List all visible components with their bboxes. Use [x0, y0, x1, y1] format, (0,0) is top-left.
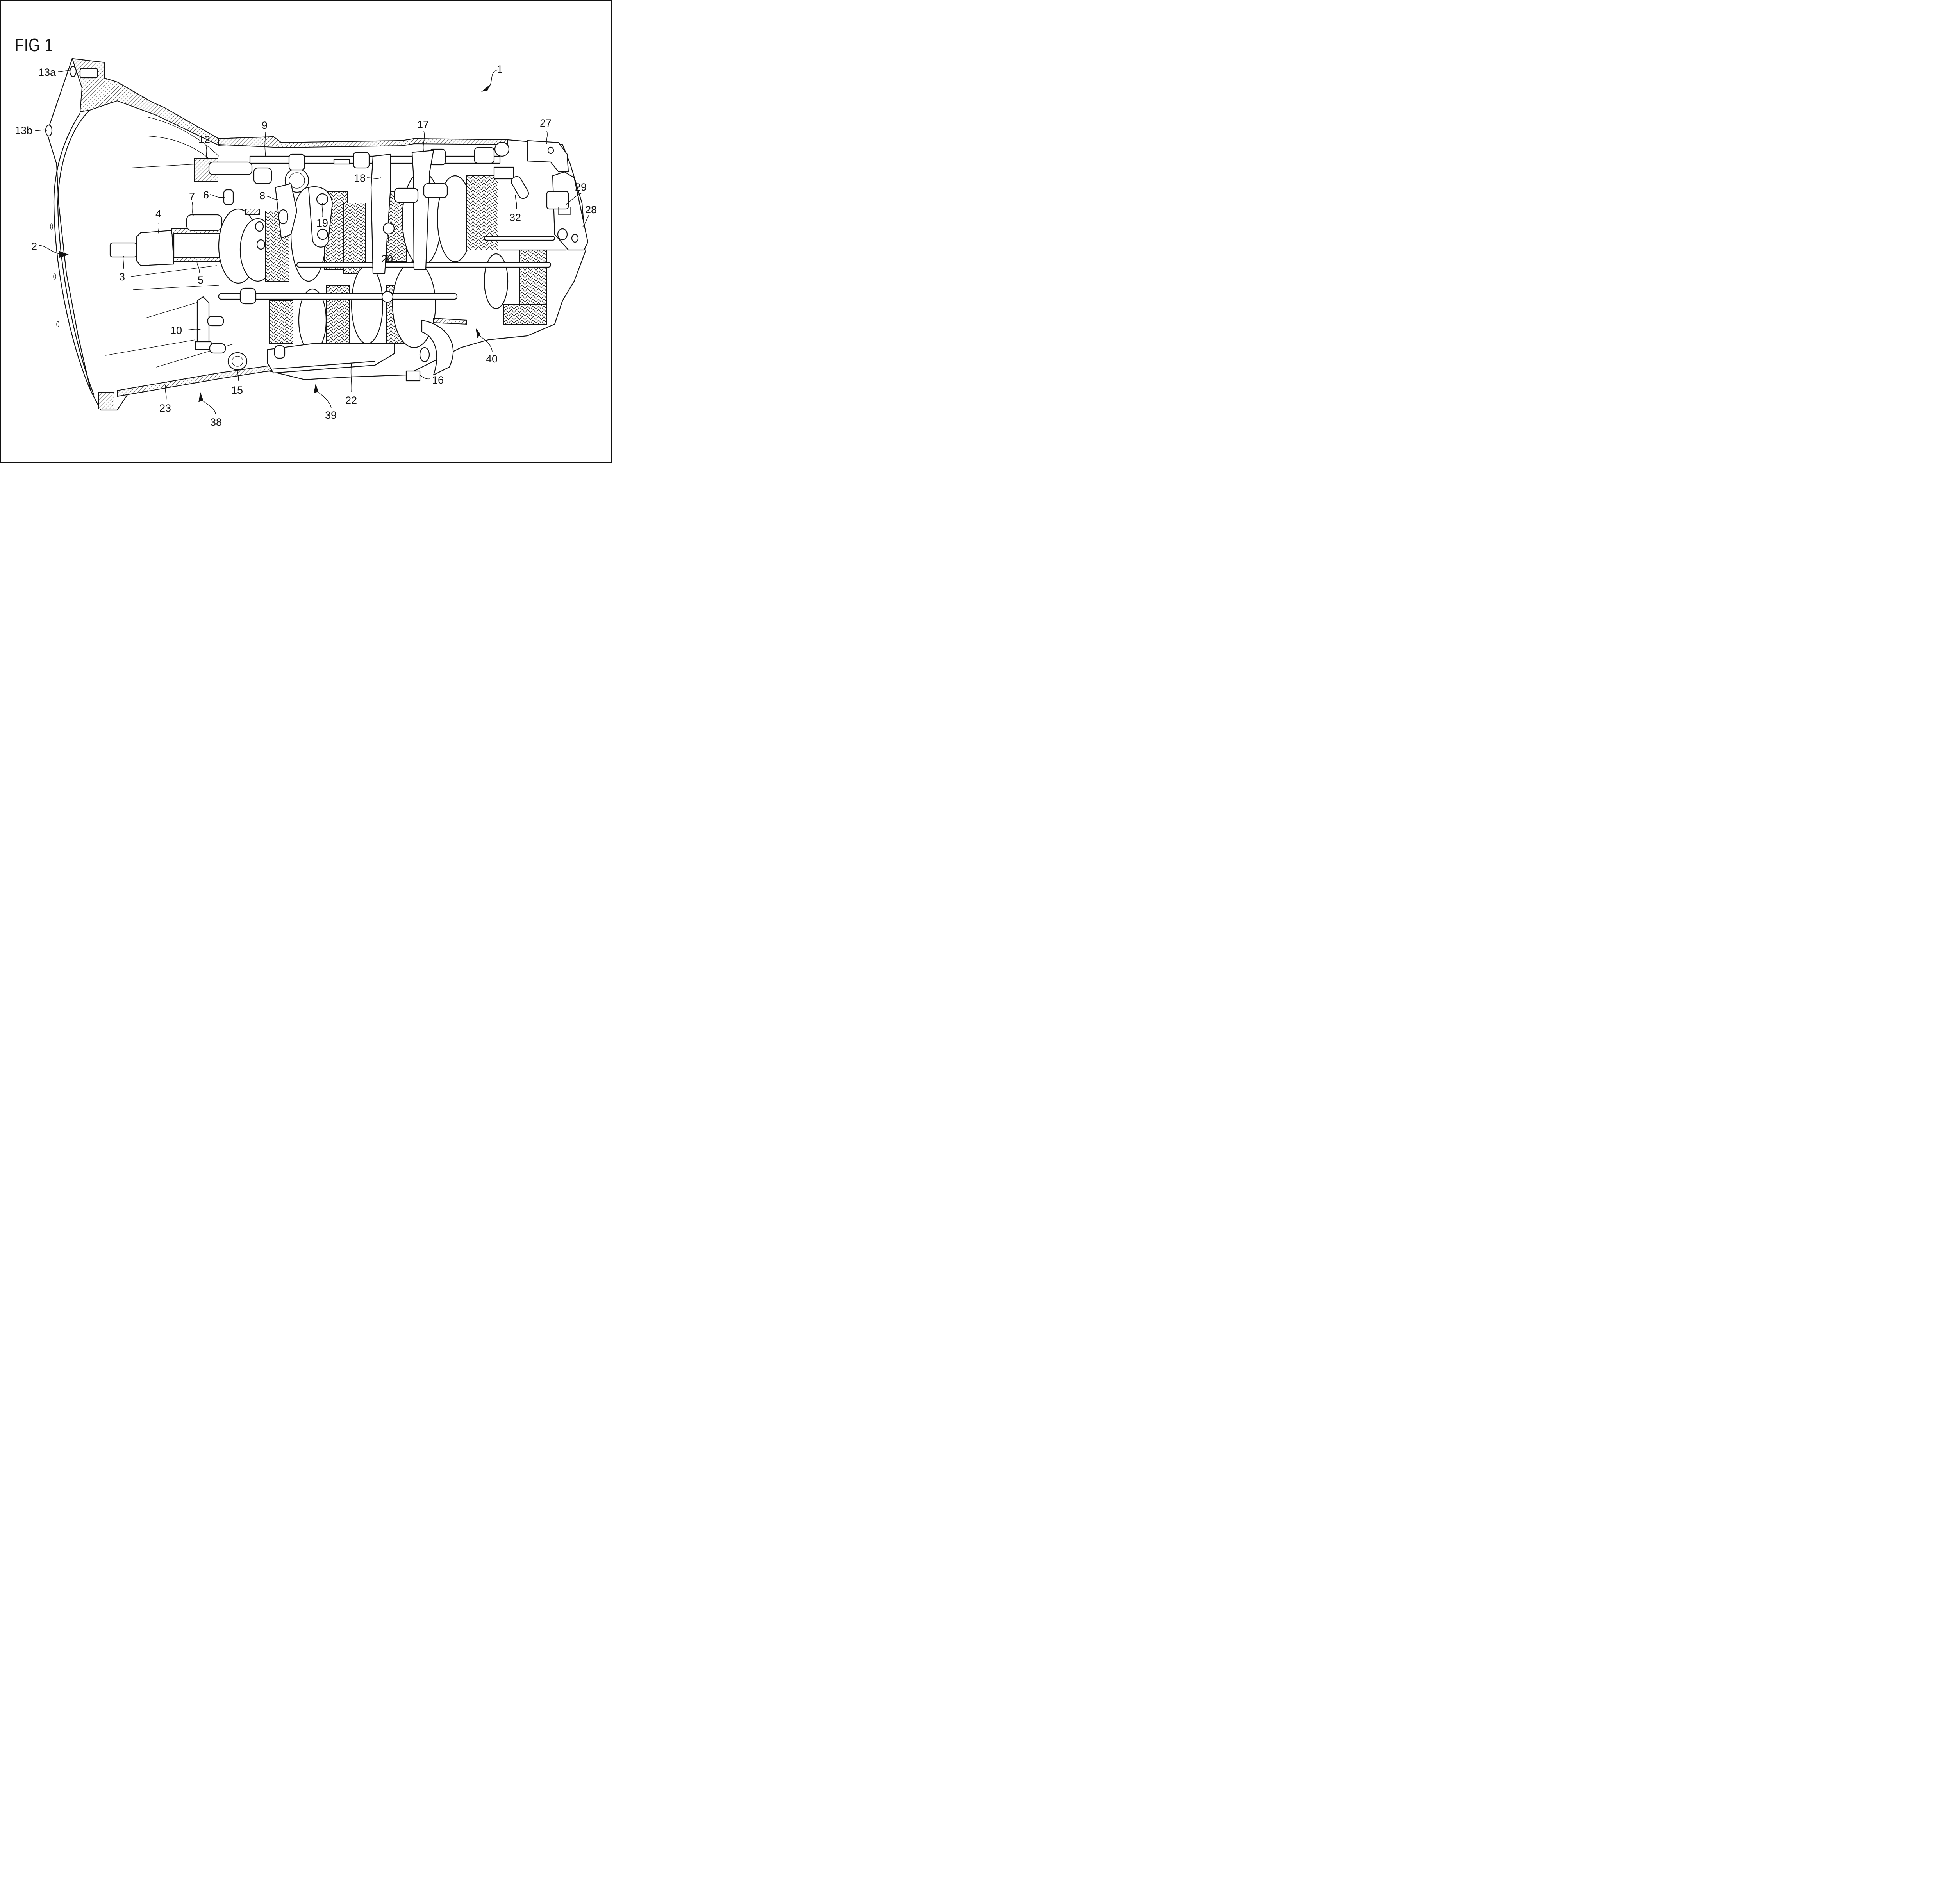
label-2: 2 — [31, 241, 37, 252]
label-19: 19 — [316, 217, 328, 229]
label-10: 10 — [170, 325, 182, 336]
label-8: 8 — [259, 190, 265, 202]
label-28: 28 — [585, 204, 597, 216]
label-39: 39 — [325, 409, 337, 421]
fork-17 — [411, 150, 434, 270]
figure-title: FIG 1 — [15, 35, 54, 55]
arrow-2 — [59, 251, 69, 258]
mount-hole-13b — [45, 124, 53, 137]
drain-16 — [405, 370, 421, 382]
port-15 — [227, 352, 248, 371]
shift-forks — [275, 150, 448, 303]
label-18: 18 — [354, 172, 366, 184]
oil-pan-22 — [267, 343, 395, 374]
label-7: 7 — [189, 191, 195, 202]
arrow-40 — [476, 328, 480, 338]
label-13a: 13a — [38, 66, 56, 78]
label-38: 38 — [210, 416, 222, 428]
label-12: 12 — [198, 134, 210, 145]
case-top-wall — [218, 136, 508, 148]
label-1: 1 — [497, 63, 503, 75]
label-6: 6 — [203, 189, 209, 201]
lower-assembly — [195, 287, 467, 382]
bolt-6 — [223, 189, 234, 205]
arrow-1 — [481, 84, 490, 92]
label-17: 17 — [417, 119, 429, 130]
fork-18 — [370, 153, 391, 274]
connector-29 — [546, 191, 569, 210]
label-23: 23 — [159, 402, 171, 414]
label-29: 29 — [575, 181, 587, 193]
label-3: 3 — [119, 271, 125, 283]
rear-actuator — [493, 140, 589, 251]
label-27: 27 — [540, 117, 552, 129]
transmission-drawing: 1 2 3 4 5 6 7 8 9 10 12 13a 13b 15 16 17… — [15, 58, 597, 428]
arrow-38 — [198, 392, 203, 402]
label-20: 20 — [381, 253, 393, 265]
label-40: 40 — [486, 353, 498, 365]
pin-32 — [511, 176, 529, 199]
mount-hole-13a — [69, 66, 77, 77]
label-16: 16 — [432, 374, 444, 386]
shaft-collar-4 — [136, 230, 175, 266]
shift-rail-assembly — [194, 141, 510, 193]
label-5: 5 — [198, 274, 204, 286]
label-13b: 13b — [15, 125, 32, 136]
reference-numerals: 1 2 3 4 5 6 7 8 9 10 12 13a 13b 15 16 17… — [15, 63, 597, 428]
input-shaft-3 — [109, 242, 137, 258]
label-9: 9 — [262, 120, 268, 131]
leader-lines — [35, 69, 589, 414]
label-32: 32 — [509, 212, 521, 223]
arrow-39 — [314, 384, 318, 394]
label-4: 4 — [155, 208, 161, 219]
label-15: 15 — [231, 384, 243, 396]
pipe-10 — [196, 296, 210, 344]
guide-7 — [186, 214, 223, 231]
label-22: 22 — [345, 394, 357, 406]
